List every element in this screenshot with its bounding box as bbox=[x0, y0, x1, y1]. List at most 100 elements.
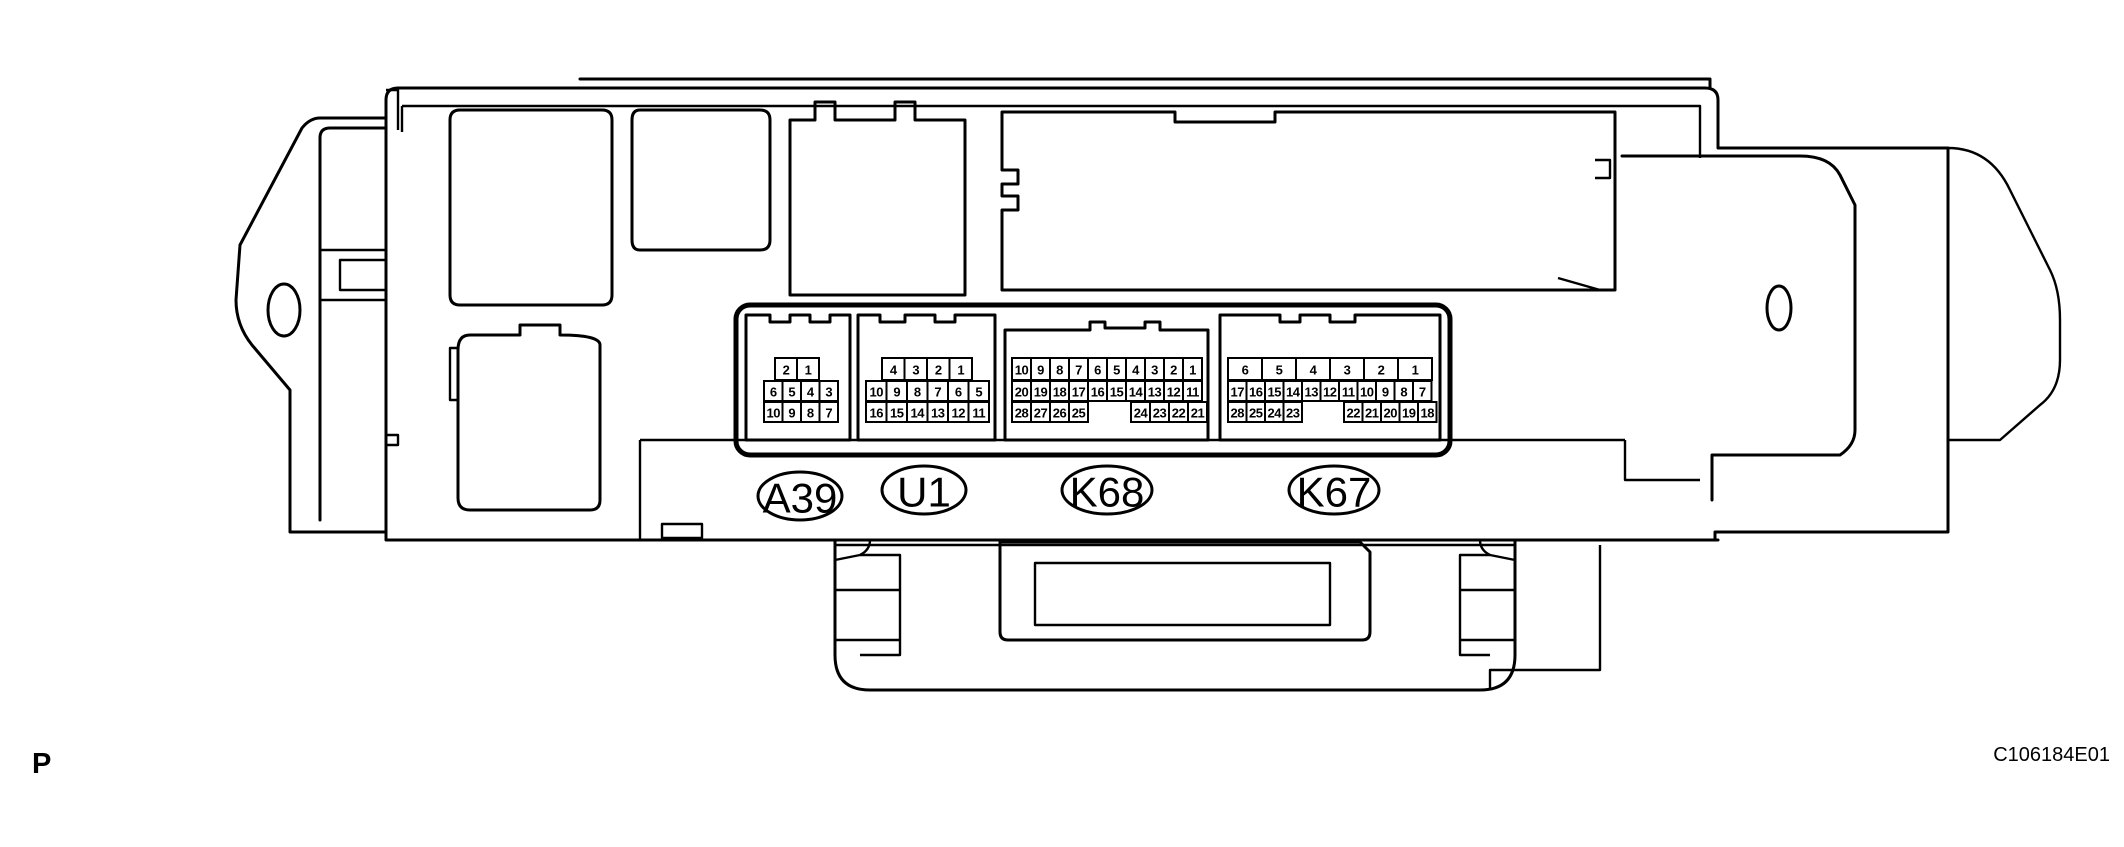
pin-cell: 8 bbox=[906, 380, 929, 402]
pin-cell: 23 bbox=[1149, 401, 1170, 423]
pin-cell: 5 bbox=[967, 380, 990, 402]
pin-number: 10 bbox=[1015, 363, 1029, 378]
pin-number: 11 bbox=[1342, 385, 1355, 400]
pin-cell: 9 bbox=[781, 401, 802, 423]
pin-cell: 1 bbox=[948, 357, 973, 381]
pin-number: 6 bbox=[770, 385, 777, 400]
pin-number: 4 bbox=[1310, 363, 1318, 378]
pin-number: 20 bbox=[1015, 385, 1029, 400]
pin-number: 19 bbox=[1034, 385, 1048, 400]
pin-cell: 22 bbox=[1343, 401, 1364, 423]
pin-cell: 8 bbox=[800, 401, 821, 423]
pin-number: 9 bbox=[1382, 385, 1389, 400]
pin-cell: 20 bbox=[1011, 380, 1032, 402]
pin-number: 26 bbox=[1053, 406, 1067, 421]
pin-number: 10 bbox=[767, 406, 781, 421]
pin-number: 16 bbox=[1091, 385, 1105, 400]
connector-cavity-K67 bbox=[1218, 313, 1442, 442]
connector-label-K67: K67 bbox=[1287, 464, 1381, 516]
pin-number: 12 bbox=[1323, 385, 1337, 400]
pin-number: 5 bbox=[1113, 363, 1120, 378]
pin-number: 9 bbox=[893, 385, 900, 400]
pin-cell: 14 bbox=[906, 401, 929, 423]
pin-cell: 9 bbox=[1375, 380, 1396, 402]
pin-cell: 6 bbox=[763, 380, 784, 402]
pin-number: 16 bbox=[870, 406, 884, 421]
pin-number: 18 bbox=[1053, 385, 1067, 400]
connector-cavity-K68 bbox=[1003, 320, 1210, 442]
pin-number: 9 bbox=[788, 406, 795, 421]
pin-cell: 11 bbox=[967, 401, 990, 423]
pin-cell: 4 bbox=[1295, 357, 1331, 381]
pin-cell: 4 bbox=[881, 357, 906, 381]
pin-number: 5 bbox=[975, 385, 982, 400]
pin-number: 22 bbox=[1172, 406, 1186, 421]
pin-cell: 1 bbox=[1397, 357, 1433, 381]
pin-cell: 6 bbox=[1227, 357, 1263, 381]
pin-box bbox=[1068, 401, 1089, 423]
pin-number: 13 bbox=[1148, 385, 1162, 400]
pin-number: 3 bbox=[1344, 363, 1351, 378]
pin-cell: 3 bbox=[818, 380, 839, 402]
pin-cell: 10 bbox=[1356, 380, 1377, 402]
pin-cell: 25 bbox=[1245, 401, 1266, 423]
pin-cell: 12 bbox=[947, 401, 970, 423]
pin-cell: 24 bbox=[1130, 401, 1151, 423]
pin-cell: 14 bbox=[1125, 380, 1146, 402]
pin-cell: 2 bbox=[1363, 357, 1399, 381]
connector-label-K68: K68 bbox=[1060, 464, 1154, 516]
pin-number: 15 bbox=[1110, 385, 1124, 400]
pin-number: 24 bbox=[1134, 406, 1149, 421]
pin-cell: 22 bbox=[1168, 401, 1189, 423]
pin-number: 16 bbox=[1249, 385, 1263, 400]
pin-cell: 13 bbox=[1144, 380, 1165, 402]
pin-cell: 5 bbox=[1261, 357, 1297, 381]
pin-cell: 18 bbox=[1049, 380, 1070, 402]
connector-label-text: A39 bbox=[763, 475, 838, 522]
pin-cell: 19 bbox=[1398, 401, 1419, 423]
pin-cell: 18 bbox=[1417, 401, 1438, 423]
pin-box bbox=[967, 401, 990, 423]
pin-number: 20 bbox=[1384, 406, 1398, 421]
pin-number: 2 bbox=[783, 363, 790, 378]
pin-cell: 7 bbox=[1068, 357, 1089, 381]
pin-box bbox=[1282, 401, 1303, 423]
pin-number: 7 bbox=[825, 406, 832, 421]
pin-number: 12 bbox=[952, 406, 966, 421]
pin-number: 8 bbox=[914, 385, 921, 400]
pin-number: 15 bbox=[1268, 385, 1282, 400]
pin-cell: 21 bbox=[1187, 401, 1208, 423]
pin-number: 2 bbox=[935, 363, 942, 378]
pin-cell: 16 bbox=[1245, 380, 1266, 402]
pin-cell: 17 bbox=[1227, 380, 1248, 402]
pin-number: 17 bbox=[1072, 385, 1086, 400]
pin-cell: 26 bbox=[1049, 401, 1070, 423]
pin-cell: 8 bbox=[1393, 380, 1414, 402]
pin-number: 1 bbox=[805, 363, 812, 378]
pin-cell: 3 bbox=[1329, 357, 1365, 381]
connector-label-text: U1 bbox=[897, 469, 951, 516]
pin-cell: 6 bbox=[947, 380, 970, 402]
pin-number: 4 bbox=[1132, 363, 1140, 378]
connector-cavity-U1 bbox=[856, 313, 997, 442]
bottom-connector-housing bbox=[833, 538, 1602, 692]
pin-number: 7 bbox=[1419, 385, 1426, 400]
view-letter: P bbox=[32, 748, 52, 780]
pin-cell: 25 bbox=[1068, 401, 1089, 423]
pin-cell: 10 bbox=[865, 380, 888, 402]
pin-box bbox=[1187, 401, 1208, 423]
pin-number: 2 bbox=[1170, 363, 1177, 378]
pin-cell: 7 bbox=[818, 401, 839, 423]
pin-number: 11 bbox=[1186, 385, 1199, 400]
pin-box bbox=[818, 401, 839, 423]
pin-cell: 10 bbox=[1011, 357, 1032, 381]
pin-cell: 15 bbox=[1264, 380, 1285, 402]
pin-cell: 7 bbox=[926, 380, 949, 402]
pin-number: 5 bbox=[1276, 363, 1283, 378]
pin-cell: 11 bbox=[1182, 380, 1203, 402]
pin-cell: 24 bbox=[1264, 401, 1285, 423]
pin-number: 3 bbox=[825, 385, 832, 400]
pin-number: 21 bbox=[1191, 406, 1205, 421]
